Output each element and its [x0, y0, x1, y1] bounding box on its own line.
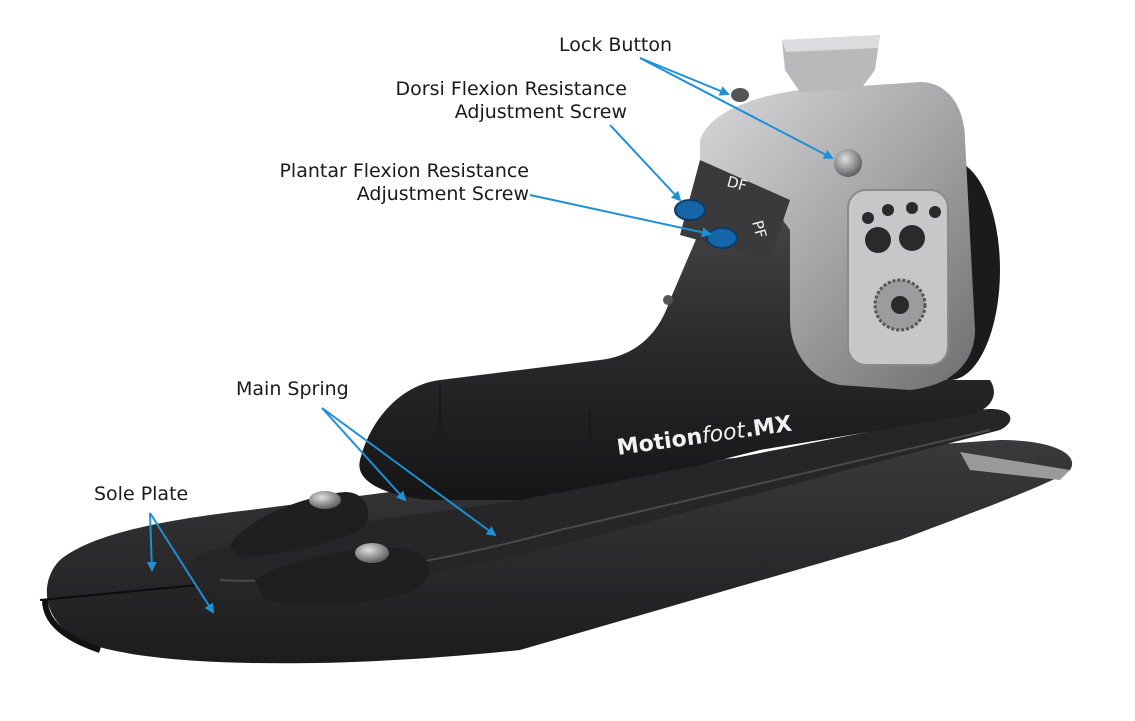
- arrow-sole-2: [149, 512, 215, 614]
- lock-button: [834, 149, 862, 177]
- ankle-housing: [700, 35, 975, 390]
- arrow-lock-1: [639, 57, 730, 96]
- dorsi-label-line1: Dorsi Flexion Resistance: [395, 78, 627, 100]
- toe-clamp-upper: [230, 491, 369, 558]
- arrow-sole-1: [146, 512, 157, 572]
- lock-button-label: Lock Button: [559, 34, 673, 56]
- sole-plate: [39, 440, 1073, 664]
- sole-plate-label: Sole Plate: [94, 483, 189, 505]
- brand-logo: Motionfoot.MX: [615, 412, 793, 461]
- clamp-bolt: [355, 543, 389, 563]
- dorsi-label-line2: Adjustment Screw: [454, 101, 627, 123]
- arrow-dorsi: [609, 124, 682, 202]
- arrow-lock-2: [639, 57, 834, 159]
- clamp-bolt: [309, 491, 341, 509]
- arrow-plantar: [529, 194, 712, 238]
- plantar-label-line2: Adjustment Screw: [356, 183, 529, 205]
- arrow-spring-1: [321, 407, 407, 502]
- plantar-label-line1: Plantar Flexion Resistance: [279, 160, 529, 182]
- df-scale-label: DF: [725, 172, 749, 195]
- arrow-spring-2: [321, 407, 497, 537]
- callout-arrows: [146, 57, 834, 614]
- foot-body: Motionfoot.MX: [359, 190, 994, 500]
- lock-button-pin: [731, 88, 749, 102]
- toe-clamp-lower: [255, 543, 430, 605]
- pf-scale-label: PF: [748, 218, 770, 240]
- main-spring-label: Main Spring: [236, 378, 349, 400]
- dorsi-screw: [674, 199, 706, 221]
- plantar-screw: [706, 227, 738, 249]
